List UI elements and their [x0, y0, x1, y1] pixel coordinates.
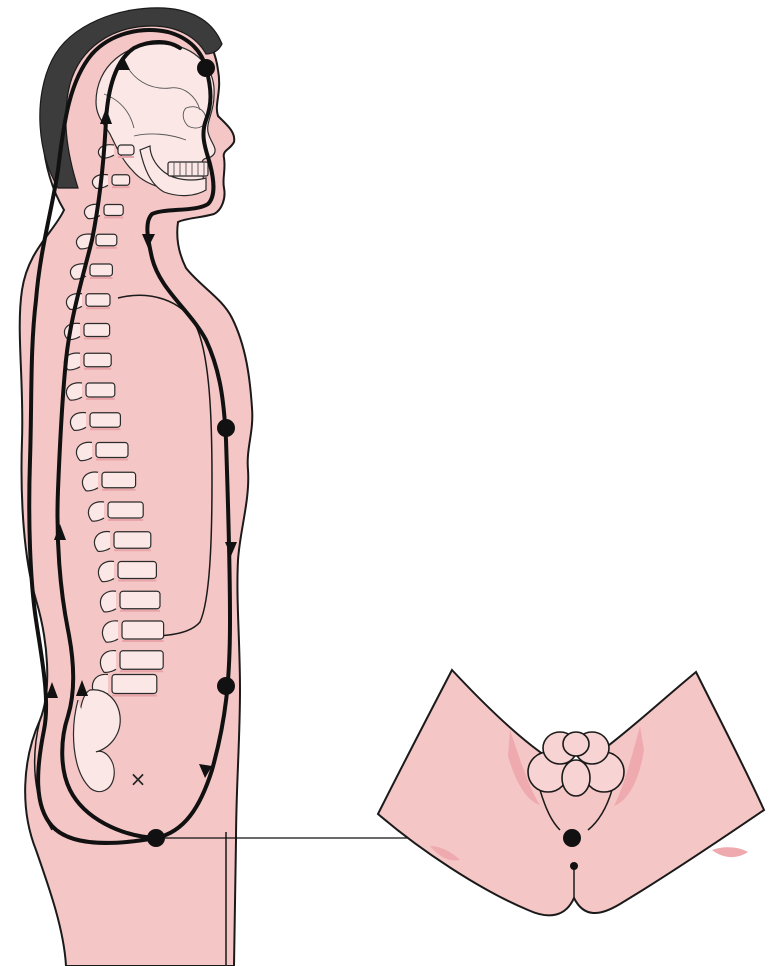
acupoint-chest [217, 419, 235, 437]
acupoint-crown [197, 59, 215, 77]
vertebra [102, 472, 136, 488]
lobe-top-center [563, 732, 589, 756]
acupoint-abdomen [217, 677, 235, 695]
lobe-center [562, 760, 590, 796]
vertebra [96, 234, 117, 246]
vertebra [120, 591, 160, 609]
vertebra [104, 205, 123, 216]
genitalia [528, 732, 624, 796]
vertebra [86, 294, 110, 307]
vertebra [122, 621, 164, 639]
vertebra [114, 532, 151, 549]
vertebra [112, 675, 157, 694]
vertebra [118, 562, 156, 579]
perineum-view [378, 670, 764, 915]
vertebra [112, 175, 130, 186]
vertebra [118, 145, 134, 155]
vertebra [120, 651, 163, 670]
vertebra [108, 502, 143, 518]
vertebra [90, 264, 112, 276]
vertebra [84, 353, 111, 367]
right-buttock-shade [712, 847, 748, 857]
acupoint-perineum-view [563, 829, 581, 847]
vertebra [86, 383, 115, 397]
anus-marker [570, 862, 578, 870]
vertebra [96, 443, 128, 458]
vertebra [90, 413, 120, 428]
vertebra [84, 324, 110, 337]
teeth [168, 162, 208, 176]
x-marker: × [130, 767, 147, 791]
